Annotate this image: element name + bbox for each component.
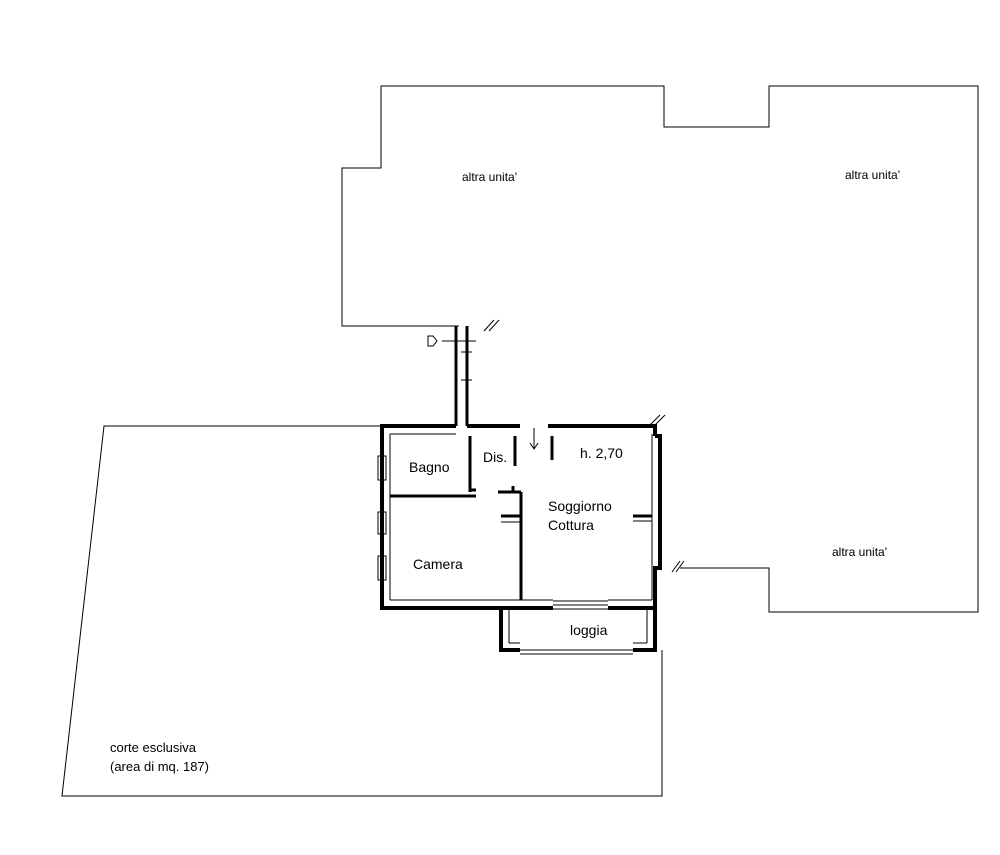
courtyard-label: corte esclusiva (110, 740, 197, 755)
entry-arrow-icon (427, 335, 438, 347)
other-unit-outline (341, 85, 979, 613)
other-unit-label: altra unita' (462, 170, 517, 184)
other-unit-label: altra unita' (845, 168, 900, 182)
entry-door-arrow-icon (529, 428, 539, 450)
interior-partitions (390, 436, 652, 600)
room-label-living: Soggiorno (548, 498, 612, 514)
room-label-bedroom: Camera (413, 556, 463, 572)
room-label-kitchen: Cottura (548, 517, 594, 533)
ceiling-height-label: h. 2,70 (580, 445, 623, 461)
room-label-loggia: loggia (570, 622, 608, 638)
entry-walkway (442, 319, 500, 426)
courtyard-outline (61, 425, 663, 797)
room-label-bathroom: Bagno (409, 459, 450, 475)
other-unit-label: altra unita' (832, 545, 887, 559)
loggia-structure (499, 600, 657, 655)
apartment-walls (380, 414, 685, 610)
left-windows (377, 455, 387, 581)
courtyard-area-label: (area di mq. 187) (110, 759, 209, 774)
room-label-hallway: Dis. (483, 449, 507, 465)
